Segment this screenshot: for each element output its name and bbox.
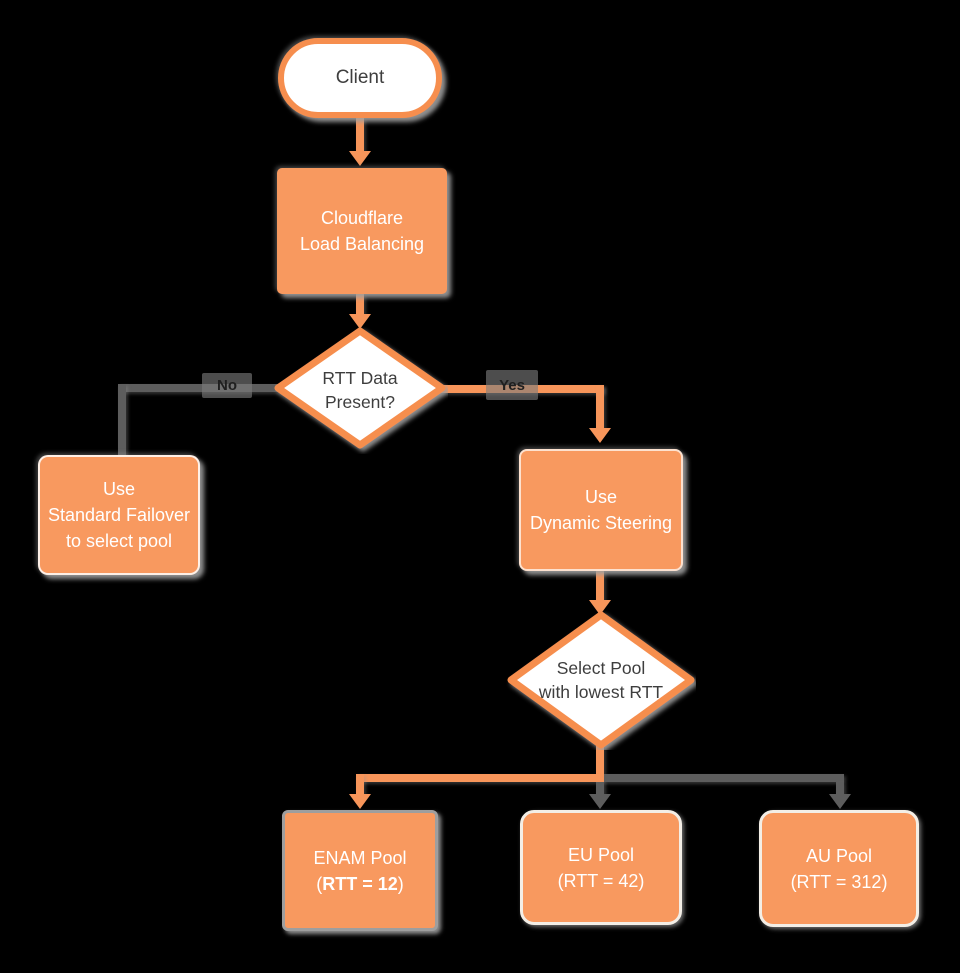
node-enam-pool: ENAM Pool (RTT = 12) bbox=[282, 810, 438, 931]
node-client: Client bbox=[278, 38, 442, 118]
node-rtt-decision-shape bbox=[274, 327, 446, 449]
edge-yes-vertical bbox=[596, 385, 604, 430]
edge-to-au-vertical bbox=[836, 782, 844, 796]
edge-to-enam-vertical bbox=[356, 774, 364, 796]
enam-rtt-paren-close: ) bbox=[397, 873, 404, 894]
node-rtt-decision-label: RTT Data Present? bbox=[272, 326, 448, 454]
edge-client-to-lb bbox=[356, 117, 364, 153]
node-load-balancer: Cloudflare Load Balancing bbox=[277, 168, 447, 294]
arrowhead-into-dynamic-steering bbox=[589, 428, 611, 443]
node-standard-failover-line3: to select pool bbox=[65, 531, 173, 551]
edge-to-au-horizontal bbox=[604, 774, 844, 782]
node-client-label: Client bbox=[335, 67, 385, 88]
node-rtt-decision-line1: RTT Data bbox=[322, 368, 398, 388]
node-select-pool-shape bbox=[507, 611, 695, 749]
node-dynamic-steering-line1: Use bbox=[584, 487, 617, 507]
edge-label-yes-text: Yes bbox=[499, 376, 525, 394]
node-standard-failover-line2: Standard Failover bbox=[47, 505, 191, 525]
edge-select-pool-down bbox=[596, 740, 604, 782]
edge-lb-to-rtt-decision bbox=[356, 294, 364, 316]
edge-label-yes: Yes bbox=[486, 370, 538, 400]
node-standard-failover: Use Standard Failover to select pool bbox=[38, 455, 200, 575]
node-rtt-decision-line2: Present? bbox=[324, 392, 396, 412]
arrowhead-into-enam-pool bbox=[349, 794, 371, 809]
node-dynamic-steering: Use Dynamic Steering bbox=[519, 449, 683, 571]
edge-label-no-text: No bbox=[217, 377, 237, 394]
edge-to-eu-vertical bbox=[596, 782, 604, 796]
arrowhead-into-eu-pool bbox=[589, 794, 611, 809]
node-enam-pool-rtt: (RTT = 12) bbox=[316, 871, 404, 897]
node-standard-failover-line1: Use bbox=[102, 479, 135, 499]
node-enam-pool-name: ENAM Pool bbox=[313, 847, 407, 868]
node-au-pool: AU Pool (RTT = 312) bbox=[759, 810, 919, 927]
node-eu-pool-name: EU Pool bbox=[567, 844, 635, 865]
edge-no-vertical bbox=[118, 384, 126, 456]
node-load-balancer-line1: Cloudflare bbox=[320, 208, 404, 228]
node-au-pool-rtt: (RTT = 312) bbox=[790, 871, 888, 892]
node-select-pool-line2: with lowest RTT bbox=[538, 682, 664, 702]
enam-rtt-paren-open: ( bbox=[316, 873, 323, 894]
arrowhead-into-rtt-decision bbox=[349, 314, 371, 329]
node-eu-pool-rtt: (RTT = 42) bbox=[557, 870, 645, 891]
node-select-pool-line1: Select Pool bbox=[556, 658, 646, 678]
node-load-balancer-line2: Load Balancing bbox=[299, 234, 425, 254]
node-eu-pool: EU Pool (RTT = 42) bbox=[520, 810, 682, 925]
node-select-pool-label: Select Pool with lowest RTT bbox=[506, 610, 696, 750]
edge-steering-to-select-pool bbox=[596, 570, 604, 602]
arrowhead-into-lb bbox=[349, 151, 371, 166]
arrowhead-into-au-pool bbox=[829, 794, 851, 809]
enam-rtt-value: RTT = 12 bbox=[322, 873, 398, 894]
edge-to-enam-horizontal bbox=[356, 774, 604, 782]
edge-label-no: No bbox=[202, 373, 252, 398]
arrowhead-into-select-pool bbox=[589, 600, 611, 615]
node-dynamic-steering-line2: Dynamic Steering bbox=[529, 513, 673, 533]
node-au-pool-name: AU Pool bbox=[805, 845, 873, 866]
